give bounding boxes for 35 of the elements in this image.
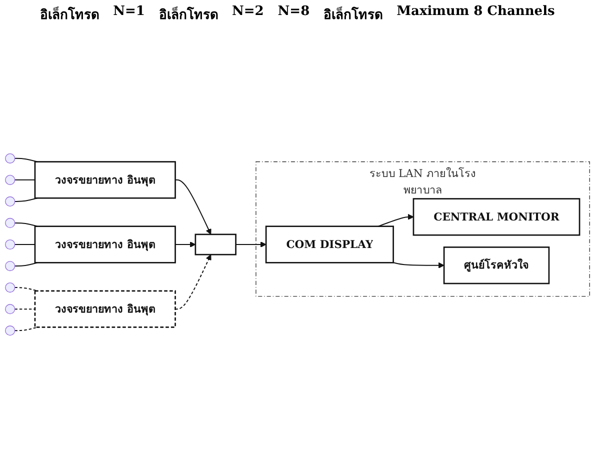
node-circle bbox=[5, 304, 16, 314]
arrow bbox=[378, 214, 414, 227]
label-text: N=8 bbox=[278, 4, 310, 21]
node-box: ศูนย์โรคหัวใจ bbox=[443, 246, 550, 284]
label-text: อิเล็กโทรด bbox=[40, 6, 100, 24]
node-circle bbox=[5, 239, 16, 250]
label-text: อิเล็กโทรด bbox=[158, 6, 218, 24]
node-circle bbox=[5, 196, 16, 206]
node-box: วงจรขยายทาง อินพุต bbox=[34, 290, 176, 328]
node-circle bbox=[5, 326, 16, 336]
connector bbox=[14, 244, 35, 245]
label-text: อิเล็กโทรด bbox=[324, 6, 383, 24]
connector bbox=[14, 198, 38, 202]
connector bbox=[14, 308, 35, 310]
connector bbox=[14, 326, 38, 332]
arrow bbox=[236, 242, 266, 248]
label-text: N=1 bbox=[113, 4, 145, 21]
arrow bbox=[393, 262, 444, 268]
node-circle bbox=[5, 153, 16, 164]
node-circle bbox=[5, 174, 16, 185]
node-box: วงจรขยายทาง อินพุต bbox=[34, 161, 176, 199]
node-box: CENTRAL MONITOR bbox=[412, 198, 580, 236]
arrow bbox=[175, 254, 212, 310]
connector bbox=[14, 179, 35, 180]
label-text: Maximum 8 Channels bbox=[396, 4, 555, 21]
node-box: COM DISPLAY bbox=[265, 226, 394, 264]
node-circle bbox=[5, 282, 16, 293]
arrow bbox=[175, 242, 196, 248]
node-circle bbox=[5, 218, 16, 228]
connector bbox=[14, 262, 38, 267]
node-box bbox=[194, 234, 236, 256]
node-circle bbox=[5, 260, 16, 272]
arrow bbox=[175, 179, 212, 235]
label-text: N=2 bbox=[232, 4, 264, 21]
node-box: วงจรขยายทาง อินพุต bbox=[34, 226, 176, 264]
